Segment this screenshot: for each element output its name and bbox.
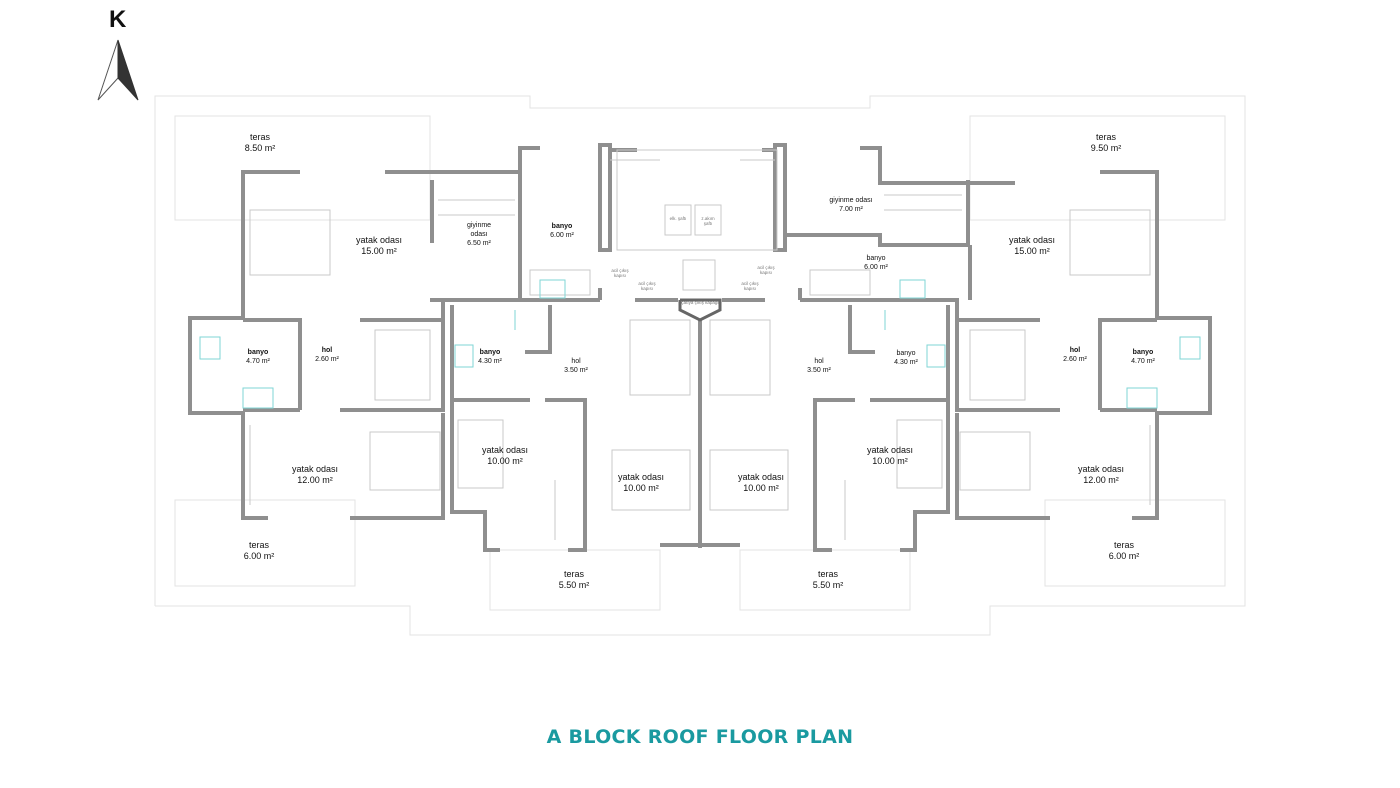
walls [188,143,1212,552]
note-emergency-exit-right-1: acil çıkış kapısı [757,265,775,276]
north-label: K [109,6,127,33]
site-outline [154,95,1246,636]
stair-beam [678,298,722,322]
sanitary-fixtures [199,279,1201,409]
plan-title: A BLOCK ROOF FLOOR PLAN [546,726,854,748]
note-emergency-exit-right-2: acil çıkış kapısı [741,281,759,292]
note-low-current-shaft: z.akım şaftı [701,216,715,227]
note-electrical-shaft: elk. şaftı [669,216,687,221]
note-emergency-exit-left-1: acil çıkış kapısı [611,268,629,279]
note-emergency-exit-left-2: acil çıkış kapısı [638,281,656,292]
note-roof-access-hatch: çatıya çıkış kapağı [681,300,719,305]
interior-lines [249,149,1151,540]
north-arrow-icon [97,39,139,101]
